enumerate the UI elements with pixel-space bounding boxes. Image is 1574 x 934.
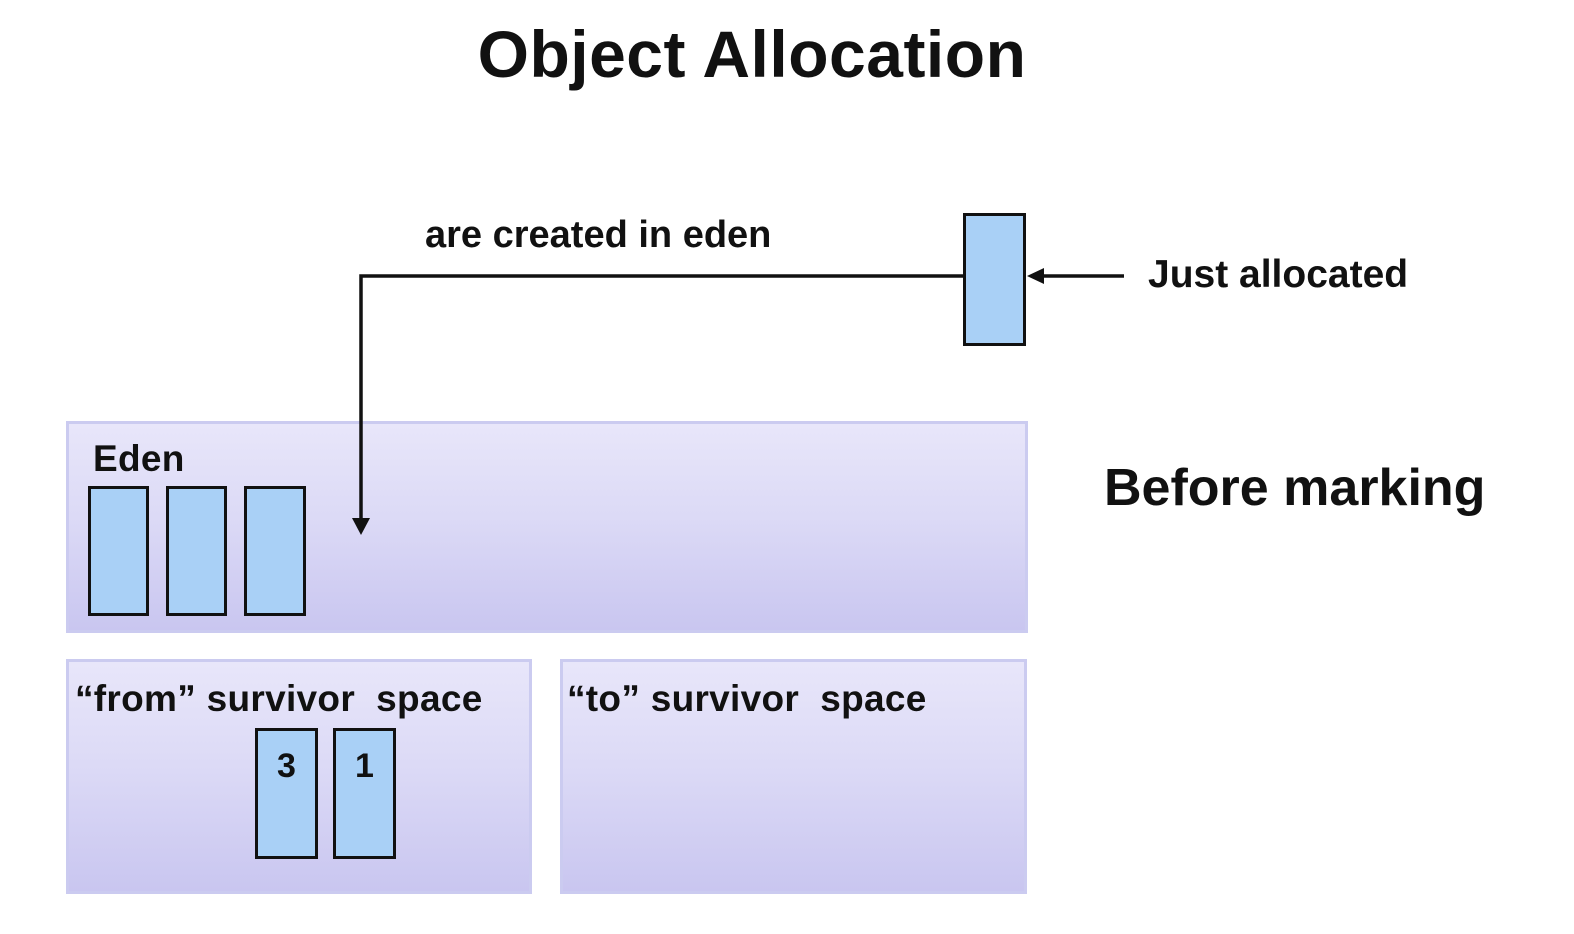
created-in-eden-label: are created in eden: [425, 214, 772, 256]
just-allocated-object: [963, 213, 1026, 346]
to-survivor-space-label: “to” survivor space: [567, 678, 927, 719]
page-title: Object Allocation: [477, 17, 1027, 91]
from-space-object-3: 3: [255, 728, 318, 859]
eden-object-2: [166, 486, 227, 616]
eden-object-1: [88, 486, 149, 616]
to-survivor-space: “to” survivor space: [560, 659, 1027, 894]
from-space-object-1: 1: [333, 728, 396, 859]
eden-label: Eden: [93, 438, 185, 479]
before-marking-label: Before marking: [1104, 459, 1486, 517]
eden-object-3: [244, 486, 306, 616]
from-survivor-space-label: “from” survivor space: [75, 678, 483, 719]
just-allocated-label: Just allocated: [1148, 253, 1409, 296]
just-allocated-arrowhead: [1027, 268, 1044, 284]
